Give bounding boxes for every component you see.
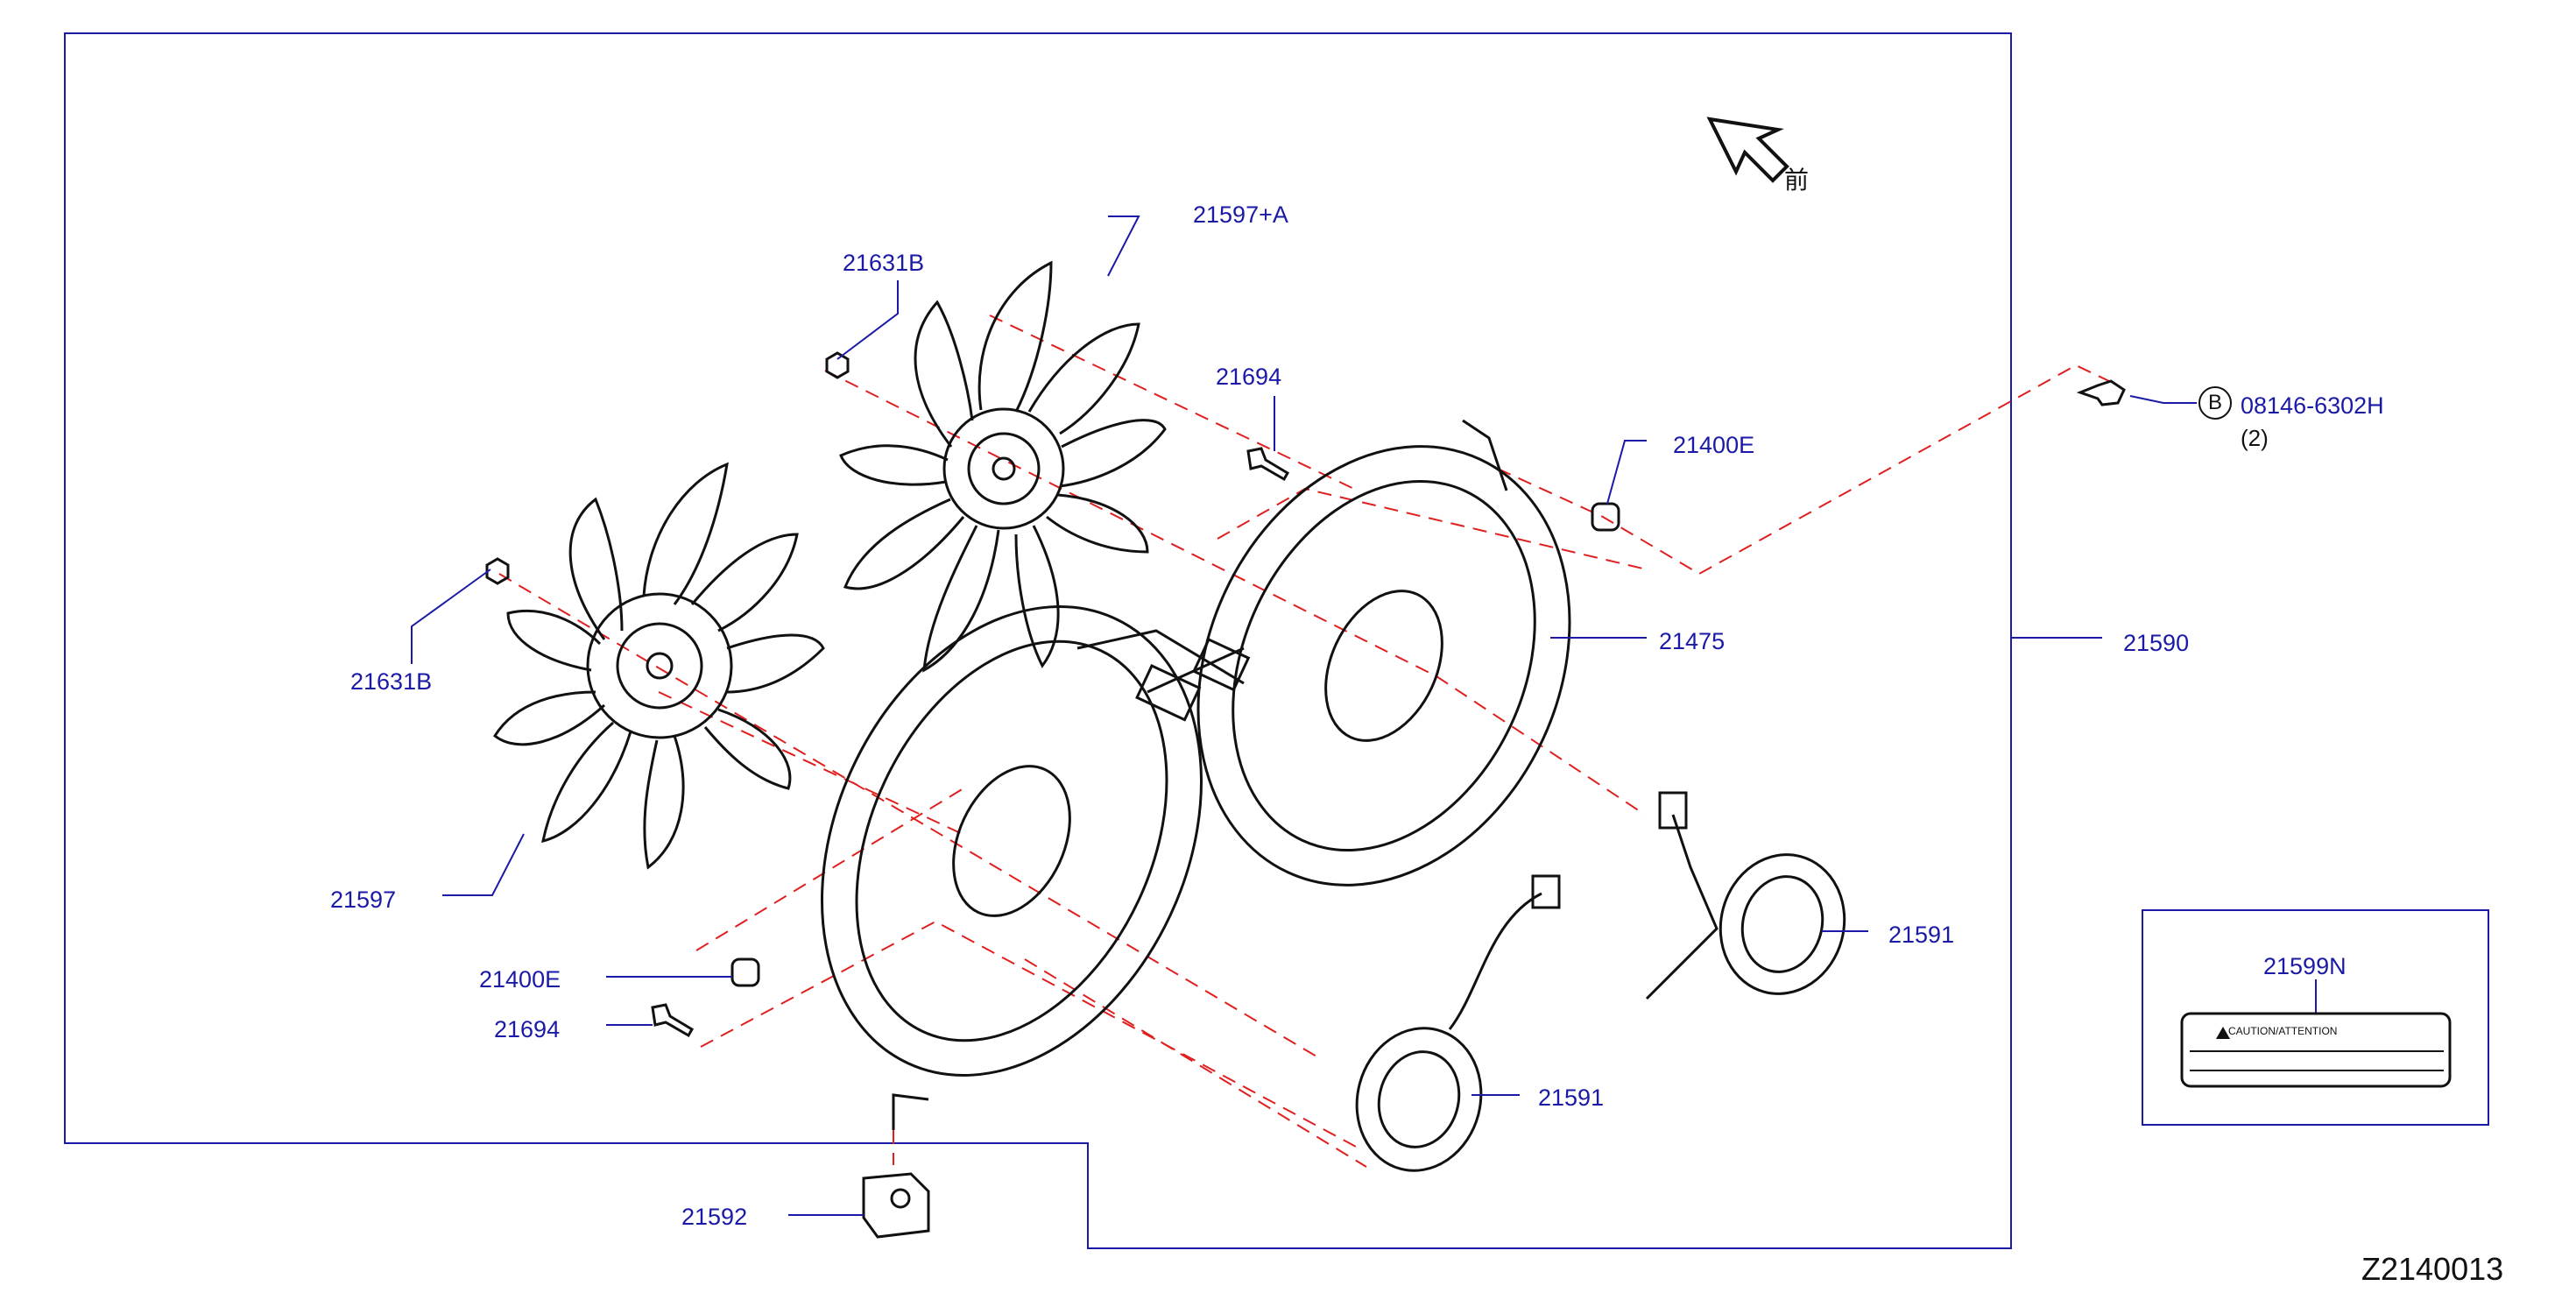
label-21591-right: 21591 bbox=[1888, 922, 1955, 948]
front-direction-label: 前 bbox=[1784, 166, 1810, 194]
leader-lines bbox=[411, 215, 2197, 1216]
label-21597A: 21597+A bbox=[1193, 201, 1288, 228]
right-fan-motor bbox=[1645, 791, 1846, 1000]
label-21591-low: 21591 bbox=[1538, 1085, 1605, 1111]
grommet-21400E-low bbox=[730, 957, 760, 987]
fan-shroud bbox=[821, 419, 1571, 1130]
drawing-number: Z2140013 bbox=[2361, 1251, 2504, 1287]
assembly-boundary-frame bbox=[64, 32, 2012, 1249]
screw-21694-top bbox=[1246, 447, 1290, 482]
caution-sticker bbox=[2180, 1012, 2452, 1088]
reference-b-icon: B bbox=[2198, 386, 2232, 420]
lower-fan-motor bbox=[1355, 874, 1561, 1172]
label-21694-low: 21694 bbox=[494, 1016, 561, 1042]
label-sticker-frame bbox=[2142, 909, 2489, 1126]
small-fasteners bbox=[485, 351, 2126, 1239]
label-21631B-left: 21631B bbox=[350, 668, 433, 695]
label-21631B-top: 21631B bbox=[843, 250, 925, 276]
caution-text: CAUTION/ATTENTION bbox=[2228, 1025, 2338, 1037]
front-arrow-icon bbox=[1706, 117, 1789, 183]
nut-21631B-left bbox=[485, 557, 510, 585]
screw-21694-low bbox=[651, 1003, 695, 1038]
label-21599N: 21599N bbox=[2263, 953, 2347, 979]
bracket-21592 bbox=[862, 1172, 930, 1239]
grommet-21400E-top bbox=[1591, 502, 1620, 532]
warning-triangle-icon bbox=[2216, 1027, 2230, 1039]
assembly-dash-lines bbox=[498, 314, 2112, 1168]
bolt-08146 bbox=[2076, 379, 2126, 406]
label-21400E-low: 21400E bbox=[479, 966, 561, 993]
upper-fan-blade bbox=[839, 260, 1167, 673]
lower-fan-blade bbox=[493, 462, 825, 870]
label-08146-quantity: (2) bbox=[2241, 425, 2269, 451]
label-21475: 21475 bbox=[1659, 628, 1726, 654]
label-21590: 21590 bbox=[2123, 630, 2190, 656]
label-21592: 21592 bbox=[681, 1204, 748, 1230]
label-21597: 21597 bbox=[330, 887, 397, 913]
label-08146-6302H: 08146-6302H bbox=[2241, 392, 2384, 419]
label-21400E-top: 21400E bbox=[1673, 432, 1755, 458]
nut-21631B-top bbox=[825, 351, 850, 379]
label-21694-top: 21694 bbox=[1216, 364, 1282, 390]
